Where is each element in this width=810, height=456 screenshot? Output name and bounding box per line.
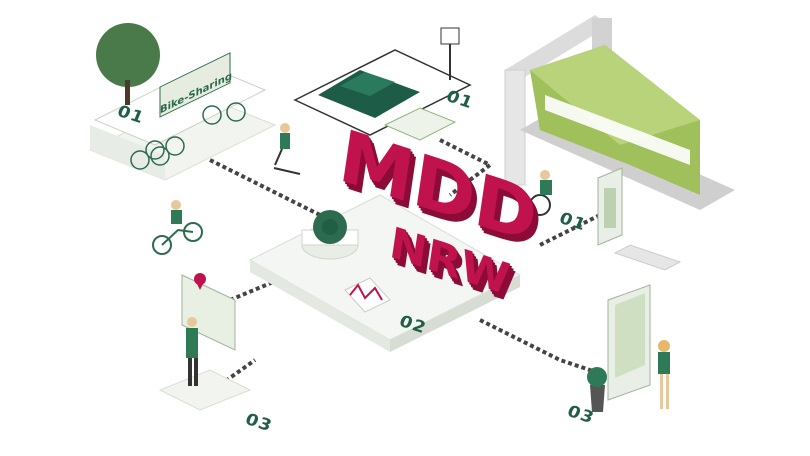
chart-sheet-icon (344, 277, 391, 313)
bike-icons (130, 102, 246, 170)
bike-sharing-sign-board (159, 52, 231, 118)
info-kiosk (597, 167, 623, 246)
wheelchair-user-icon (529, 170, 552, 216)
bike-sharing-station (88, 23, 277, 181)
bench-icon (613, 244, 682, 271)
cyclist-icon (152, 200, 203, 255)
tree-icon (96, 23, 160, 87)
map-kiosk-left (158, 273, 252, 411)
parking-sign-icon (440, 27, 460, 45)
central-hub-platform (248, 194, 522, 352)
scooter-rider-icon (273, 123, 301, 175)
plant-pot-icon (590, 385, 605, 412)
person-icon (658, 340, 670, 352)
parking-map-tile (383, 107, 457, 141)
map-kiosk-right (587, 284, 670, 412)
gear-icon (313, 210, 347, 244)
parking-area (293, 27, 472, 141)
person-icon (187, 317, 197, 327)
train-station (504, 15, 735, 210)
